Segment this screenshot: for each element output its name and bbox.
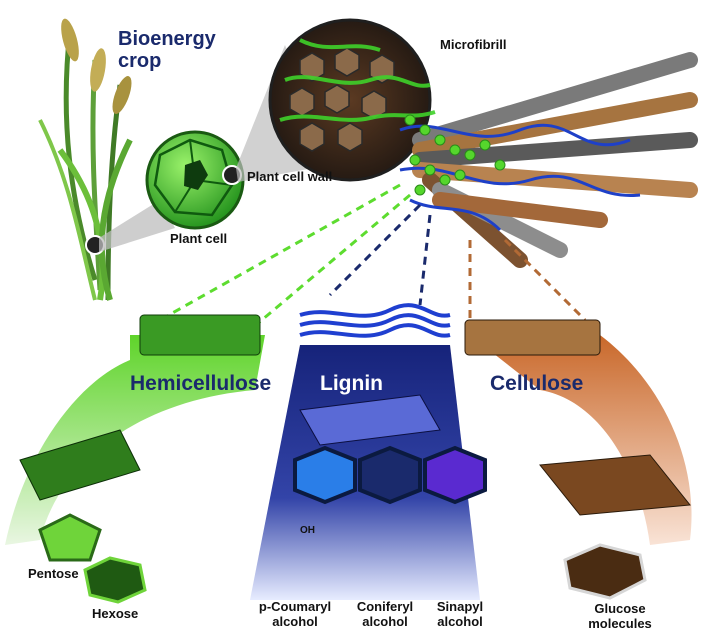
p-coumaryl-ring [293, 445, 357, 505]
microfibril-label: Microfibrill [440, 37, 507, 52]
microfibril-bundle [399, 52, 698, 268]
pentose-molecule [38, 513, 102, 562]
pentose-label: Pentose [28, 566, 79, 581]
hemicellulose-sheet [139, 314, 261, 356]
hemicellulose-branch [5, 314, 265, 604]
oh-label: OH [300, 525, 315, 536]
lignin-branch [250, 303, 487, 600]
cellulose-branch [464, 319, 692, 600]
plant-cell-wall-label: Plant cell wall [247, 169, 333, 184]
glucose-molecule [563, 543, 647, 600]
sinapyl-ring [423, 445, 487, 505]
lignin-oligomer [299, 394, 441, 446]
plant-cell-wall-illustration [268, 18, 436, 182]
connector-lines [159, 183, 587, 332]
lignin-network [299, 303, 451, 338]
cellulose-bundle [464, 319, 601, 356]
lignin-label: Lignin [320, 372, 383, 395]
plant-cell-label: Plant cell [170, 231, 228, 246]
bioenergy-crop-illustration [38, 18, 175, 301]
hemicellulose-lattice [19, 429, 141, 501]
hexose-label: Hexose [92, 606, 139, 621]
hexose-molecule [83, 556, 147, 604]
hemicellulose-label: Hemicellulose [130, 372, 272, 395]
cellulose-label: Cellulose [490, 372, 584, 395]
coniferyl-ring [358, 445, 422, 505]
cellulose-lattice [539, 454, 691, 516]
